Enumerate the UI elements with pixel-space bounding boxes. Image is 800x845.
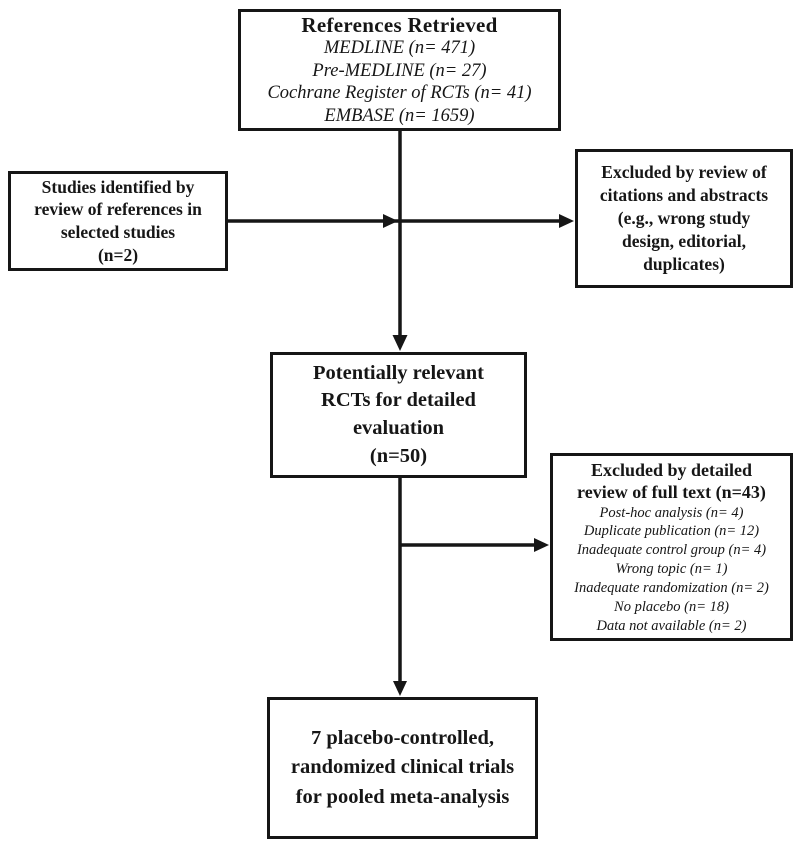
box-title: References Retrieved bbox=[301, 12, 498, 37]
box-line: EMBASE (n= 1659) bbox=[324, 105, 475, 126]
box-line: No placebo (n= 18) bbox=[614, 598, 729, 615]
box-title: review of full text (n=43) bbox=[577, 482, 766, 503]
arrowhead-into-excluded-fulltext-icon bbox=[534, 538, 549, 552]
box-line: Inadequate control group (n= 4) bbox=[576, 542, 767, 559]
box-line: 7 placebo-controlled, bbox=[311, 727, 494, 750]
box-line: Excluded by review of bbox=[601, 161, 767, 182]
box-line: Post-hoc analysis (n= 4) bbox=[599, 504, 744, 521]
arrowhead-down-to-bottom-icon bbox=[393, 681, 407, 696]
box-line: (n=2) bbox=[97, 244, 139, 265]
box-studies-identified: Studies identified by review of referenc… bbox=[8, 171, 228, 271]
box-line: Cochrane Register of RCTs (n= 41) bbox=[267, 83, 532, 104]
box-line: Wrong topic (n= 1) bbox=[615, 561, 728, 578]
box-line: review of references in bbox=[34, 199, 202, 220]
box-line: (e.g., wrong study bbox=[617, 207, 751, 228]
box-potentially-relevant: Potentially relevant RCTs for detailed e… bbox=[270, 352, 527, 478]
box-line: selected studies bbox=[60, 222, 176, 242]
box-line: RCTs for detailed bbox=[321, 389, 476, 412]
box-excluded-fulltext: Excluded by detailed review of full text… bbox=[550, 453, 793, 641]
box-line: design, editorial, bbox=[622, 231, 746, 252]
box-line: MEDLINE (n= 471) bbox=[323, 37, 476, 58]
box-line: randomized clinical trials bbox=[290, 756, 515, 779]
box-line: (n=50) bbox=[369, 444, 428, 467]
box-line: Studies identified by bbox=[41, 176, 195, 197]
box-references-retrieved: References Retrieved MEDLINE (n= 471) Pr… bbox=[238, 9, 561, 131]
box-line: Duplicate publication (n= 12) bbox=[583, 523, 760, 540]
arrowhead-down-to-mid-icon bbox=[392, 335, 408, 351]
box-excluded-abstracts: Excluded by review of citations and abst… bbox=[575, 149, 793, 288]
box-line: Inadequate randomization (n= 2) bbox=[574, 579, 769, 596]
box-title: Excluded by detailed bbox=[590, 459, 753, 480]
box-line: Potentially relevant bbox=[313, 361, 484, 384]
box-final-trials: 7 placebo-controlled, randomized clinica… bbox=[267, 697, 538, 839]
box-line: duplicates) bbox=[643, 254, 725, 275]
box-line: citations and abstracts bbox=[599, 184, 769, 205]
box-line: for pooled meta-analysis bbox=[295, 785, 510, 808]
box-line: Data not available (n= 2) bbox=[596, 617, 747, 634]
box-line: Pre-MEDLINE (n= 27) bbox=[312, 60, 487, 81]
arrowhead-into-excluded-abstracts-icon bbox=[559, 214, 574, 228]
box-line: evaluation bbox=[352, 417, 445, 439]
arrowhead-mid-junction-icon bbox=[383, 214, 398, 228]
